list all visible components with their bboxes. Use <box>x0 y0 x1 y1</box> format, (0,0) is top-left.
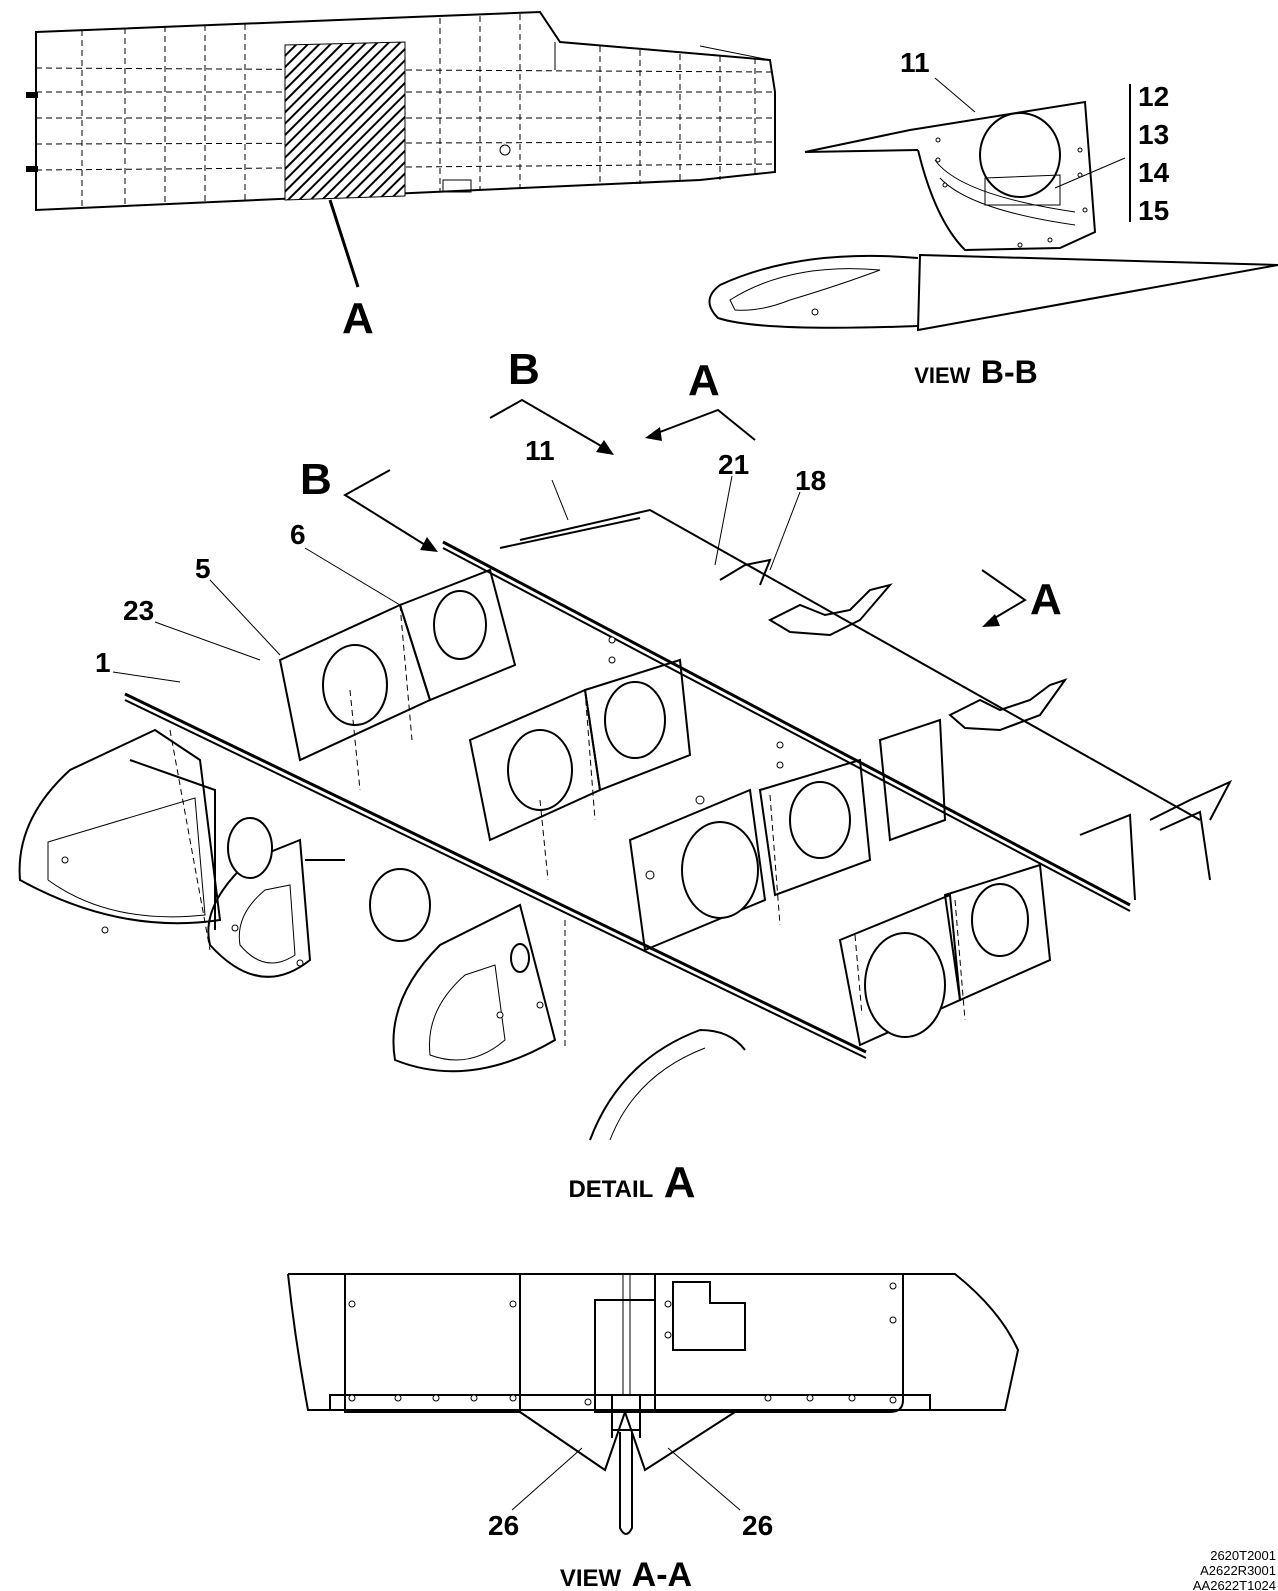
view-aa-title: VIEW A-A <box>560 1556 692 1591</box>
view-aa-callout-26-left: 26 <box>488 1510 519 1541</box>
view-aa-callout-26-right: 26 <box>742 1510 773 1541</box>
view-bb-drawing <box>708 77 1278 332</box>
view-bb-title: VIEW B-B <box>914 354 1038 390</box>
detail-callout-23: 23 <box>123 595 154 626</box>
section-arrows <box>343 398 1027 627</box>
wing-callout-a: A <box>342 294 374 343</box>
view-bb-callout-14: 14 <box>1138 157 1170 188</box>
section-b-left: B <box>300 455 332 504</box>
view-aa-drawing <box>287 1273 1020 1535</box>
detail-callout-6: 6 <box>290 519 306 550</box>
view-bb-callout-11: 11 <box>900 47 930 78</box>
view-bb-callout-15: 15 <box>1138 195 1169 226</box>
detail-callout-5: 5 <box>195 553 211 584</box>
view-aa-title-letter: A-A <box>632 1556 692 1591</box>
detail-callout-1: 1 <box>95 647 111 678</box>
view-bb-title-letter: B-B <box>981 354 1038 390</box>
detail-callout-21: 21 <box>718 449 749 480</box>
section-a-top: A <box>688 356 720 405</box>
reference-code-1: 2620T2001 <box>1210 1548 1276 1563</box>
reference-code-2: A2622R3001 <box>1200 1563 1276 1578</box>
detail-a-structure <box>18 475 1233 1141</box>
view-bb-title-prefix: VIEW <box>914 363 970 388</box>
view-bb-callout-13: 13 <box>1138 119 1169 150</box>
detail-a-title: DETAIL A <box>568 1158 695 1207</box>
wing-planform <box>26 10 776 288</box>
view-bb-callout-12: 12 <box>1138 81 1169 112</box>
section-b-top: B <box>508 345 540 394</box>
detail-a-title-letter: A <box>664 1158 696 1207</box>
reference-code-3: AA2622T1024 <box>1193 1578 1276 1591</box>
detail-callout-11: 11 <box>525 435 555 466</box>
detail-callout-18: 18 <box>795 465 826 496</box>
section-a-right: A <box>1030 575 1062 624</box>
detail-a-title-prefix: DETAIL <box>568 1176 653 1203</box>
view-aa-title-prefix: VIEW <box>560 1565 622 1591</box>
